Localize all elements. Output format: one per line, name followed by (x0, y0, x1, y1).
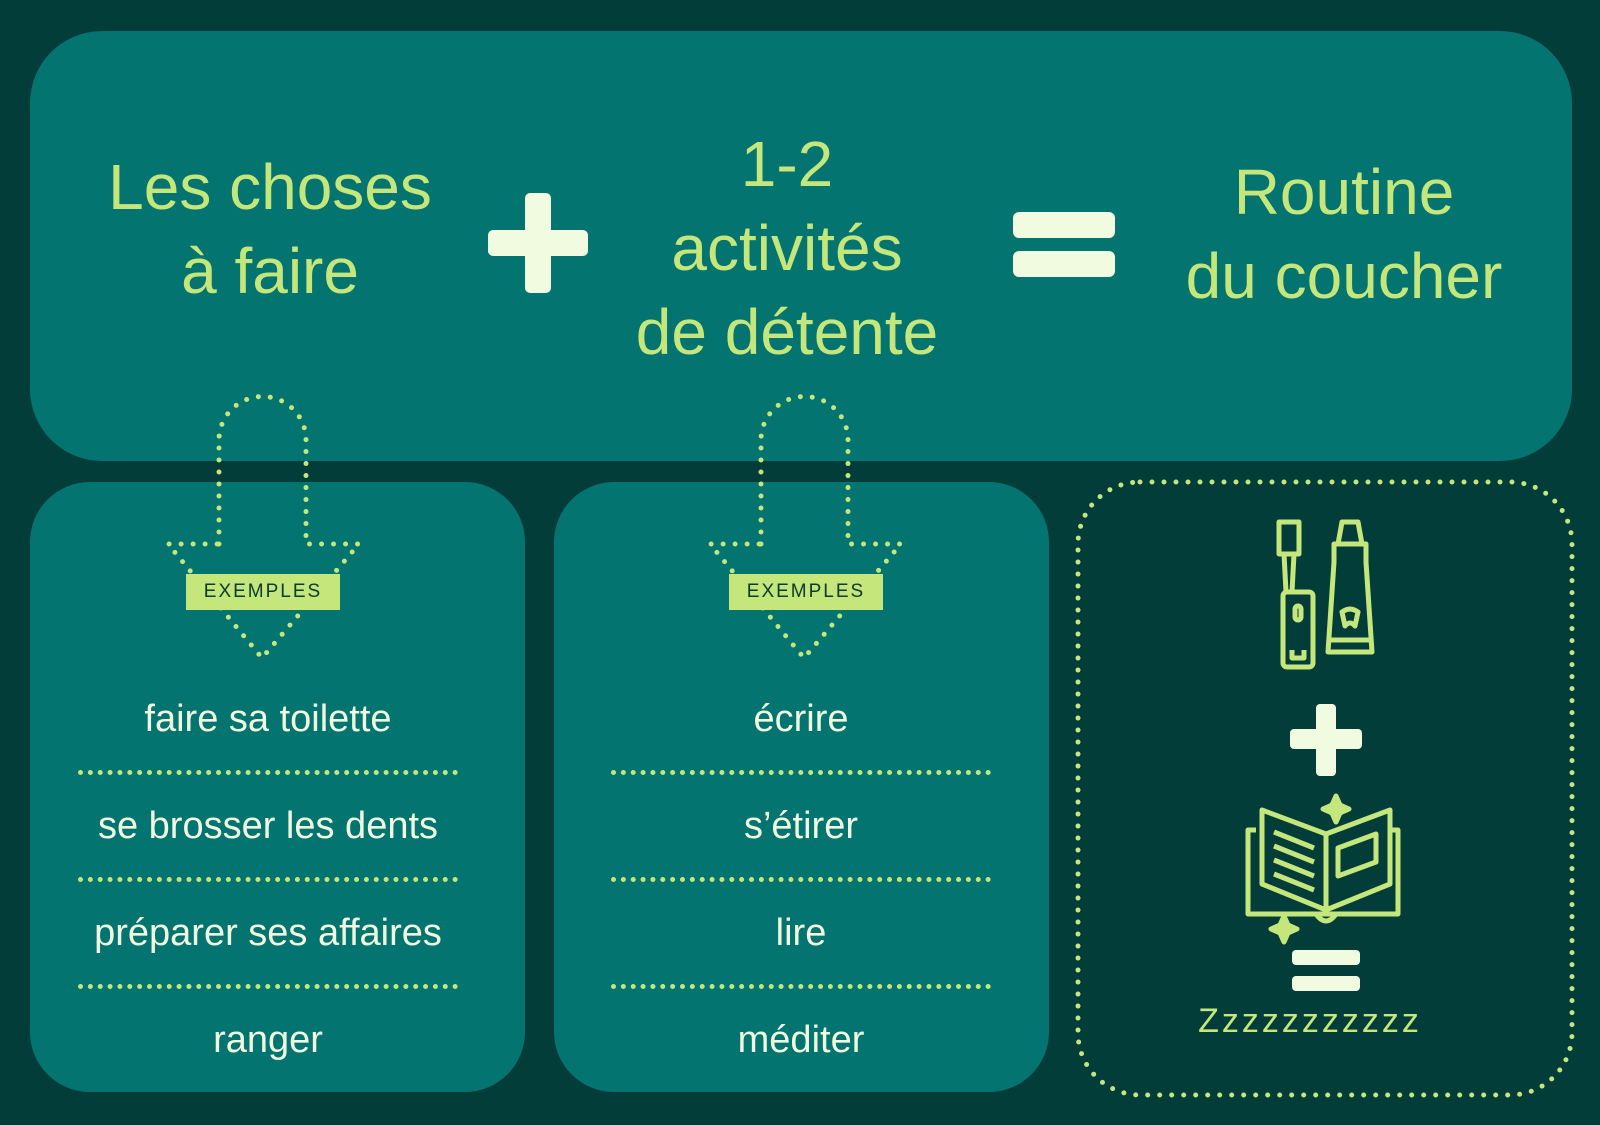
examples-label-left: EXEMPLES (186, 574, 340, 610)
term-chores-line1: Les choses (108, 151, 432, 223)
chores-list: faire sa toilette se brosser les dents p… (68, 668, 468, 1091)
dotted-arrow-middle (704, 394, 907, 662)
term-relaxing-line1: 1-2 (740, 128, 834, 200)
list-item: faire sa toilette (144, 697, 392, 740)
divider (78, 984, 458, 989)
list-item: se brosser les dents (97, 804, 439, 847)
term-routine-line2: du coucher (1185, 240, 1503, 312)
toothbrush-toothpaste-icon (1276, 519, 1375, 670)
book-icon (1245, 793, 1401, 945)
list-item: écrire (753, 697, 849, 740)
sleep-text: Zzzzzzzzzzz (1198, 1002, 1422, 1040)
term-chores: Les choses à faire (108, 145, 432, 313)
divider (611, 877, 991, 882)
equals-icon (1013, 212, 1115, 277)
examples-label-middle: EXEMPLES (729, 574, 883, 610)
term-routine-line1: Routine (1233, 156, 1455, 228)
list-item: s’étirer (743, 804, 859, 847)
list-item: ranger (213, 1018, 323, 1061)
dotted-summary-box (1075, 479, 1575, 1098)
dotted-arrow-left (162, 394, 365, 662)
divider (611, 770, 991, 775)
plus-icon (488, 193, 588, 293)
divider (78, 877, 458, 882)
small-plus-icon (1290, 704, 1362, 776)
term-routine: Routine du coucher (1186, 150, 1503, 318)
term-relaxing: 1-2 activités de détente (636, 122, 939, 374)
term-relaxing-line2: activités (671, 212, 903, 284)
divider (611, 984, 991, 989)
equation-panel (30, 31, 1572, 461)
relaxing-list: écrire s’étirer lire méditer (601, 668, 1001, 1091)
list-item: méditer (737, 1018, 865, 1061)
small-equals-icon (1292, 950, 1360, 991)
list-item: lire (775, 911, 827, 954)
list-item: préparer ses affaires (94, 911, 442, 954)
term-relaxing-line3: de détente (635, 296, 939, 368)
divider (78, 770, 458, 775)
term-chores-line2: à faire (181, 235, 359, 307)
